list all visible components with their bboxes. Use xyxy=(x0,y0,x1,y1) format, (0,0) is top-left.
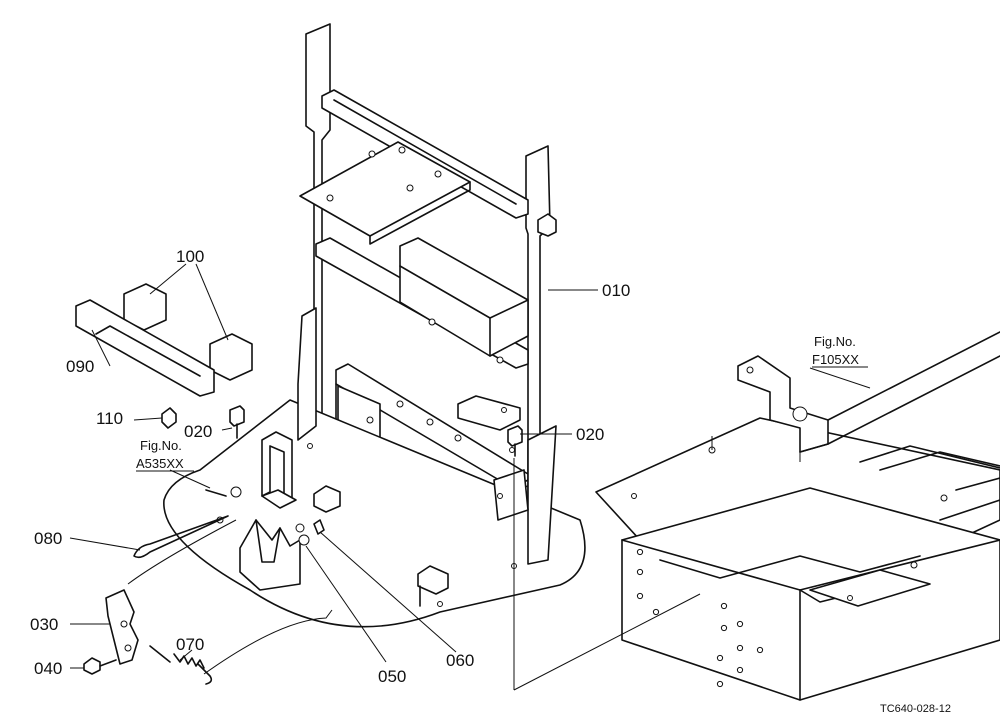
leader-lines xyxy=(69,263,871,691)
part-label-020-left: 020 xyxy=(184,422,212,441)
figure-reference-code: A535XX xyxy=(136,456,184,471)
part-label-110: 110 xyxy=(96,409,123,428)
upper-frame-bracket-drawing xyxy=(737,331,1000,462)
figure-reference-caption: Fig.No. xyxy=(140,438,182,453)
part-label-010: 010 xyxy=(602,281,630,300)
part-label-020-right: 020 xyxy=(576,425,604,444)
part-label-050: 050 xyxy=(378,667,406,686)
part-label-040: 040 xyxy=(34,659,62,678)
part-label-070: 070 xyxy=(176,635,204,654)
small-parts-drawing xyxy=(75,283,523,685)
chassis-frame-drawing xyxy=(595,417,1000,701)
part-label-060: 060 xyxy=(446,651,474,670)
figure-reference-code: F105XX xyxy=(812,352,859,367)
figure-reference-a535xx: Fig.No. A535XX xyxy=(136,438,194,472)
part-label-100: 100 xyxy=(176,247,204,266)
figure-reference-f105xx: Fig.No. F105XX xyxy=(812,334,868,368)
drawing-code: TC640-028-12 xyxy=(880,703,951,715)
part-labels: 010 020 020 030 040 050 060 070 080 090 … xyxy=(30,247,630,686)
part-label-090: 090 xyxy=(66,357,94,376)
part-label-080: 080 xyxy=(34,529,62,548)
seat-frame-drawing xyxy=(299,23,557,535)
base-plate-drawing xyxy=(163,307,586,628)
part-label-030: 030 xyxy=(30,615,58,634)
figure-reference-caption: Fig.No. xyxy=(814,334,856,349)
